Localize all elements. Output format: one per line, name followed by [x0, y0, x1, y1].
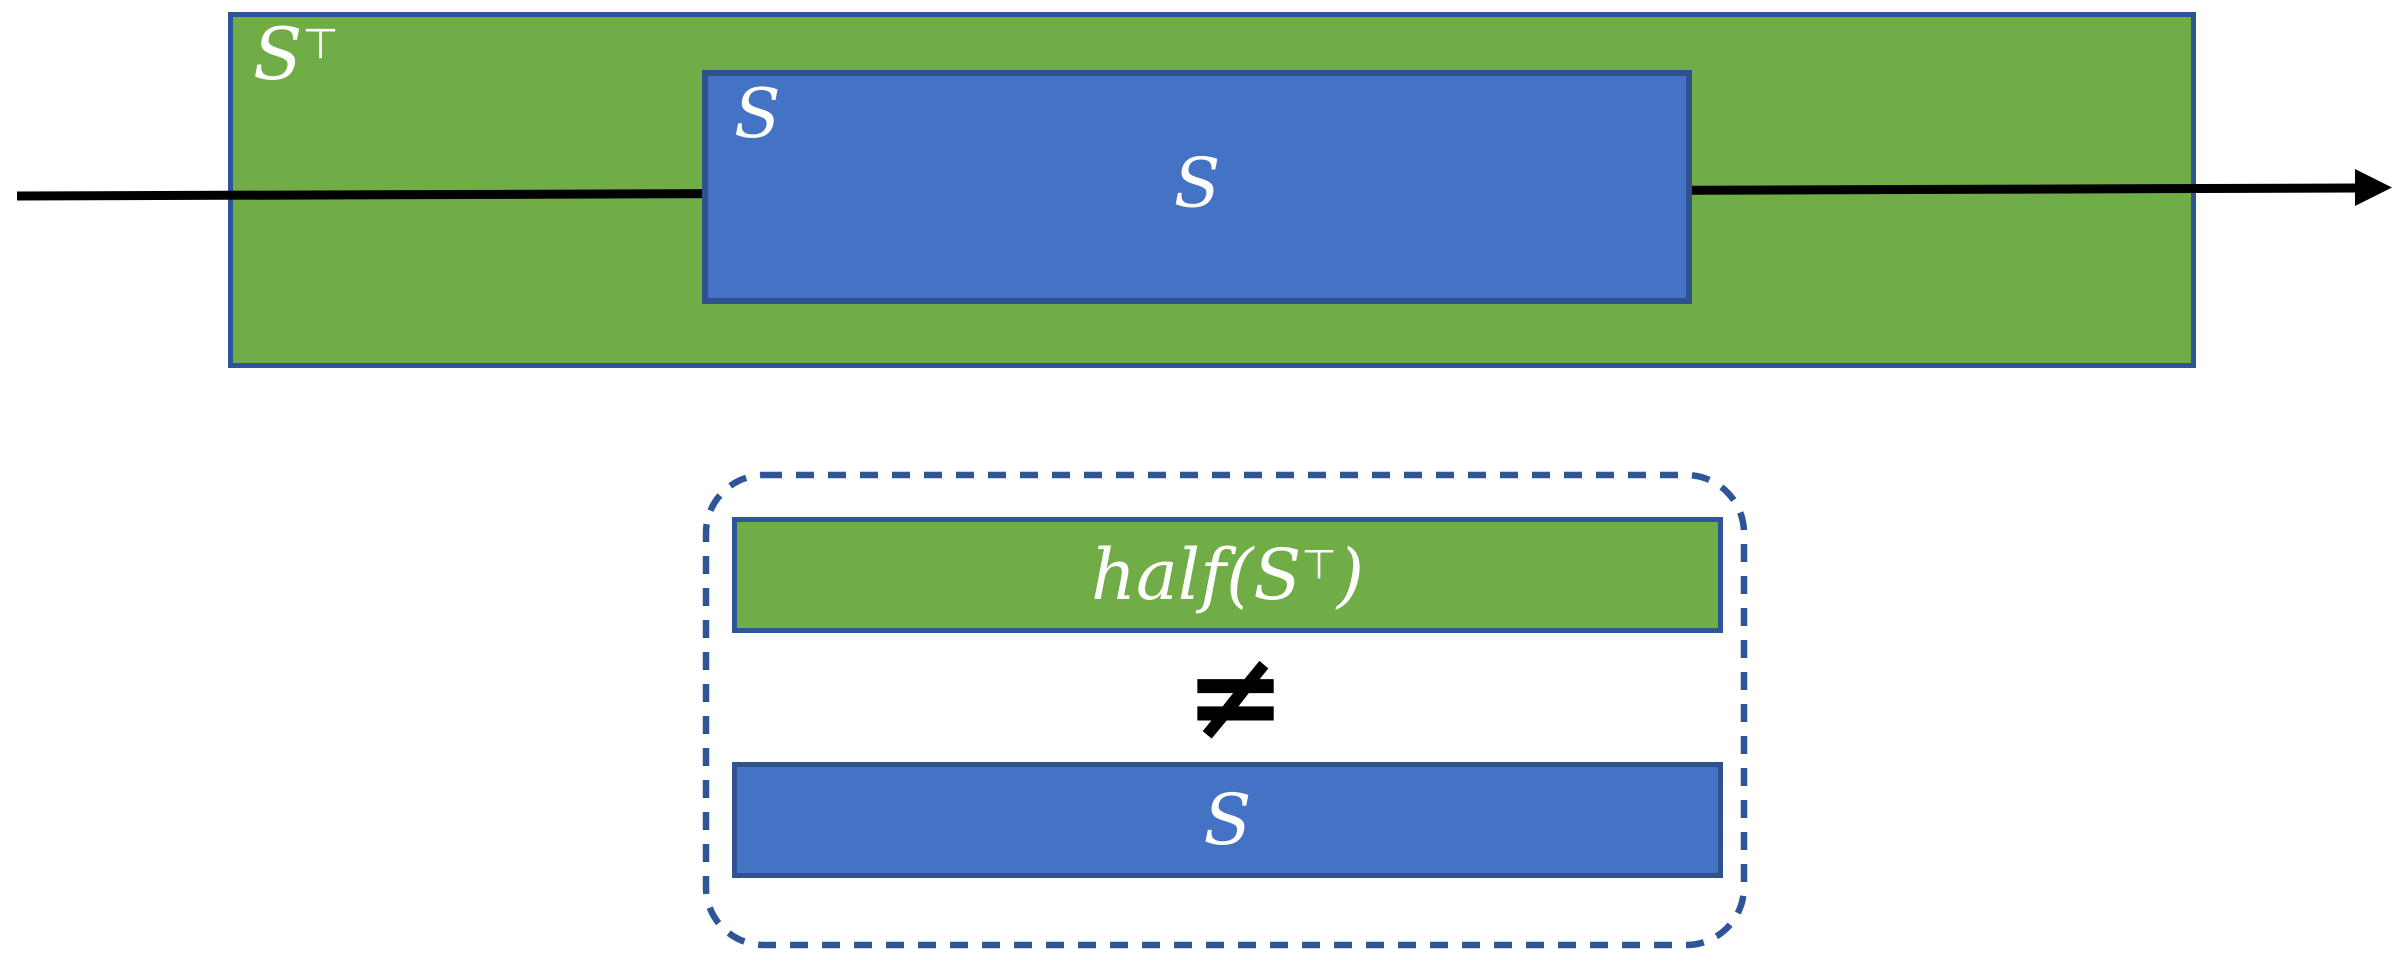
half-st-label-prefix: half(S — [1090, 534, 1302, 616]
inner-set-rect-s: S S — [702, 70, 1692, 304]
transpose-symbol: ⊤ — [1301, 540, 1337, 589]
relation-row: ≠ — [732, 630, 1723, 762]
s-bar: S — [732, 762, 1723, 878]
inner-set-corner-label: S — [734, 75, 781, 154]
s-bar-label: S — [1203, 779, 1252, 861]
half-st-label-suffix: ) — [1336, 534, 1365, 616]
outer-set-label-base: S — [253, 12, 303, 96]
half-st-bar-label: half(S⊤) — [1091, 540, 1364, 610]
inner-set-center-label: S — [1173, 144, 1221, 224]
arrow-head — [2355, 169, 2392, 206]
transpose-symbol: ⊤ — [302, 19, 339, 69]
outer-set-label: S⊤ — [253, 12, 339, 96]
half-st-bar: half(S⊤) — [732, 517, 1723, 633]
not-equal-symbol: ≠ — [1184, 625, 1287, 767]
